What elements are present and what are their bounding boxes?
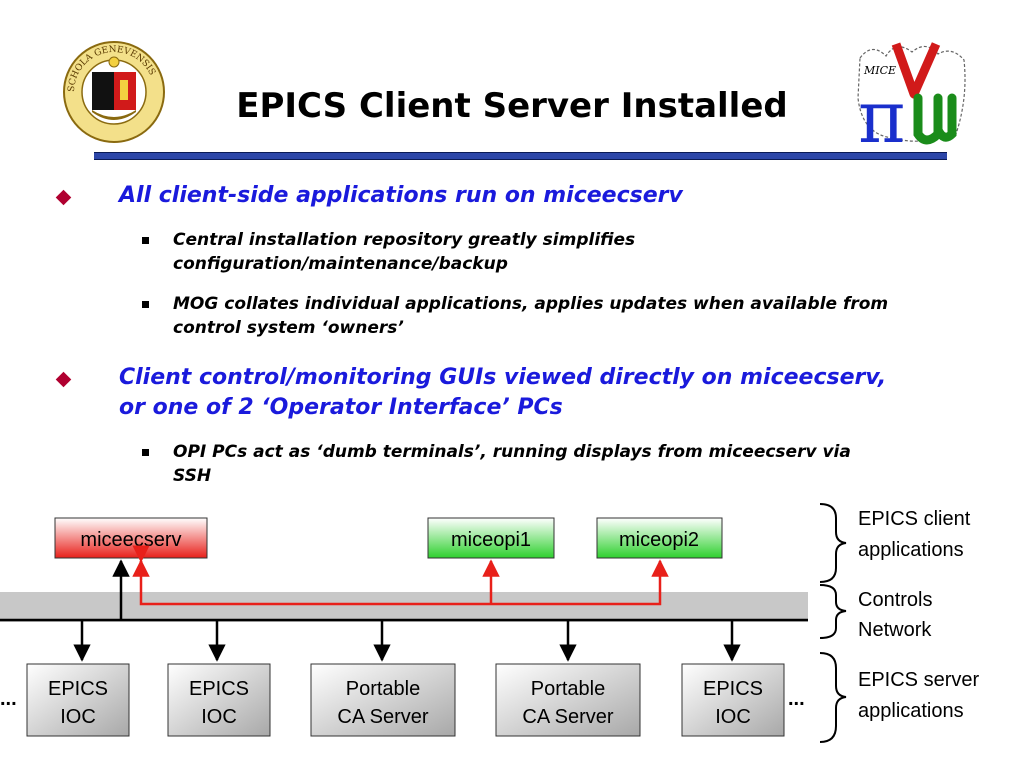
brace-network [819,584,847,639]
bullet-diamond-icon [55,371,72,388]
network-diagram: miceecserv miceopi1 miceopi2 EPICS IOC E… [0,503,979,743]
legend-client: EPICS client applications [858,508,971,561]
svg-text:EPICS: EPICS [189,678,249,700]
svg-text:CA Server: CA Server [522,706,613,728]
red-display-link [132,545,669,606]
sub-bullet-2-1: OPI PCs act as ‘dumb terminals’, running… [173,442,851,486]
ellipsis-right: ... [788,688,805,710]
network-band [0,592,808,622]
client-box-miceecserv: miceecserv [54,517,208,559]
client-box-miceopi1: miceopi1 [427,517,555,559]
bullet-square-icon [142,301,149,308]
legend-network: Controls Network [858,589,932,641]
svg-text:EPICS client: EPICS client [858,508,971,530]
bullet-1-text: All client-side applications run on mice… [119,183,683,208]
svg-text:EPICS: EPICS [48,678,108,700]
svg-text:EPICS: EPICS [703,678,763,700]
page-title: EPICS Client Server Installed [236,86,788,126]
bullet-square-icon [142,449,149,456]
sub-bullet-1-2: MOG collates individual applications, ap… [173,294,889,338]
sub-bullet-1-1: Central installation repository greatly … [173,230,636,274]
mice-logo: MICE π [857,42,966,150]
client-box-miceopi2: miceopi2 [596,517,723,559]
server-box-1: EPICS IOC [26,663,130,737]
server-box-3: Portable CA Server [310,663,456,737]
svg-text:π: π [858,75,905,150]
server-box-5: EPICS IOC [681,663,785,737]
svg-text:EPICS server: EPICS server [858,669,979,691]
server-box-4: Portable CA Server [495,663,641,737]
svg-text:applications: applications [858,539,964,561]
svg-text:miceecserv: miceecserv [80,529,181,551]
bullet-diamond-icon [55,189,72,206]
svg-text:miceopi1: miceopi1 [451,529,531,551]
svg-text:Portable: Portable [531,678,606,700]
svg-text:IOC: IOC [715,706,751,728]
brace-server [819,652,847,743]
legend-server: EPICS server applications [858,669,979,722]
bullet-2-text: Client control/monitoring GUIs viewed di… [119,365,887,420]
ellipsis-left: ... [0,688,17,710]
svg-text:IOC: IOC [60,706,96,728]
svg-text:Network: Network [858,619,932,641]
bullet-square-icon [142,237,149,244]
svg-text:miceopi2: miceopi2 [619,529,699,551]
svg-text:CA Server: CA Server [337,706,428,728]
mice-logo-text: MICE [863,64,896,77]
server-box-2: EPICS IOC [167,663,271,737]
university-seal-logo: SCHOLA GENEVENSIS [63,41,165,143]
svg-text:Controls: Controls [858,589,932,611]
svg-text:IOC: IOC [201,706,237,728]
brace-client [819,503,847,583]
title-underline [94,152,947,160]
svg-text:applications: applications [858,700,964,722]
svg-text:Portable: Portable [346,678,421,700]
